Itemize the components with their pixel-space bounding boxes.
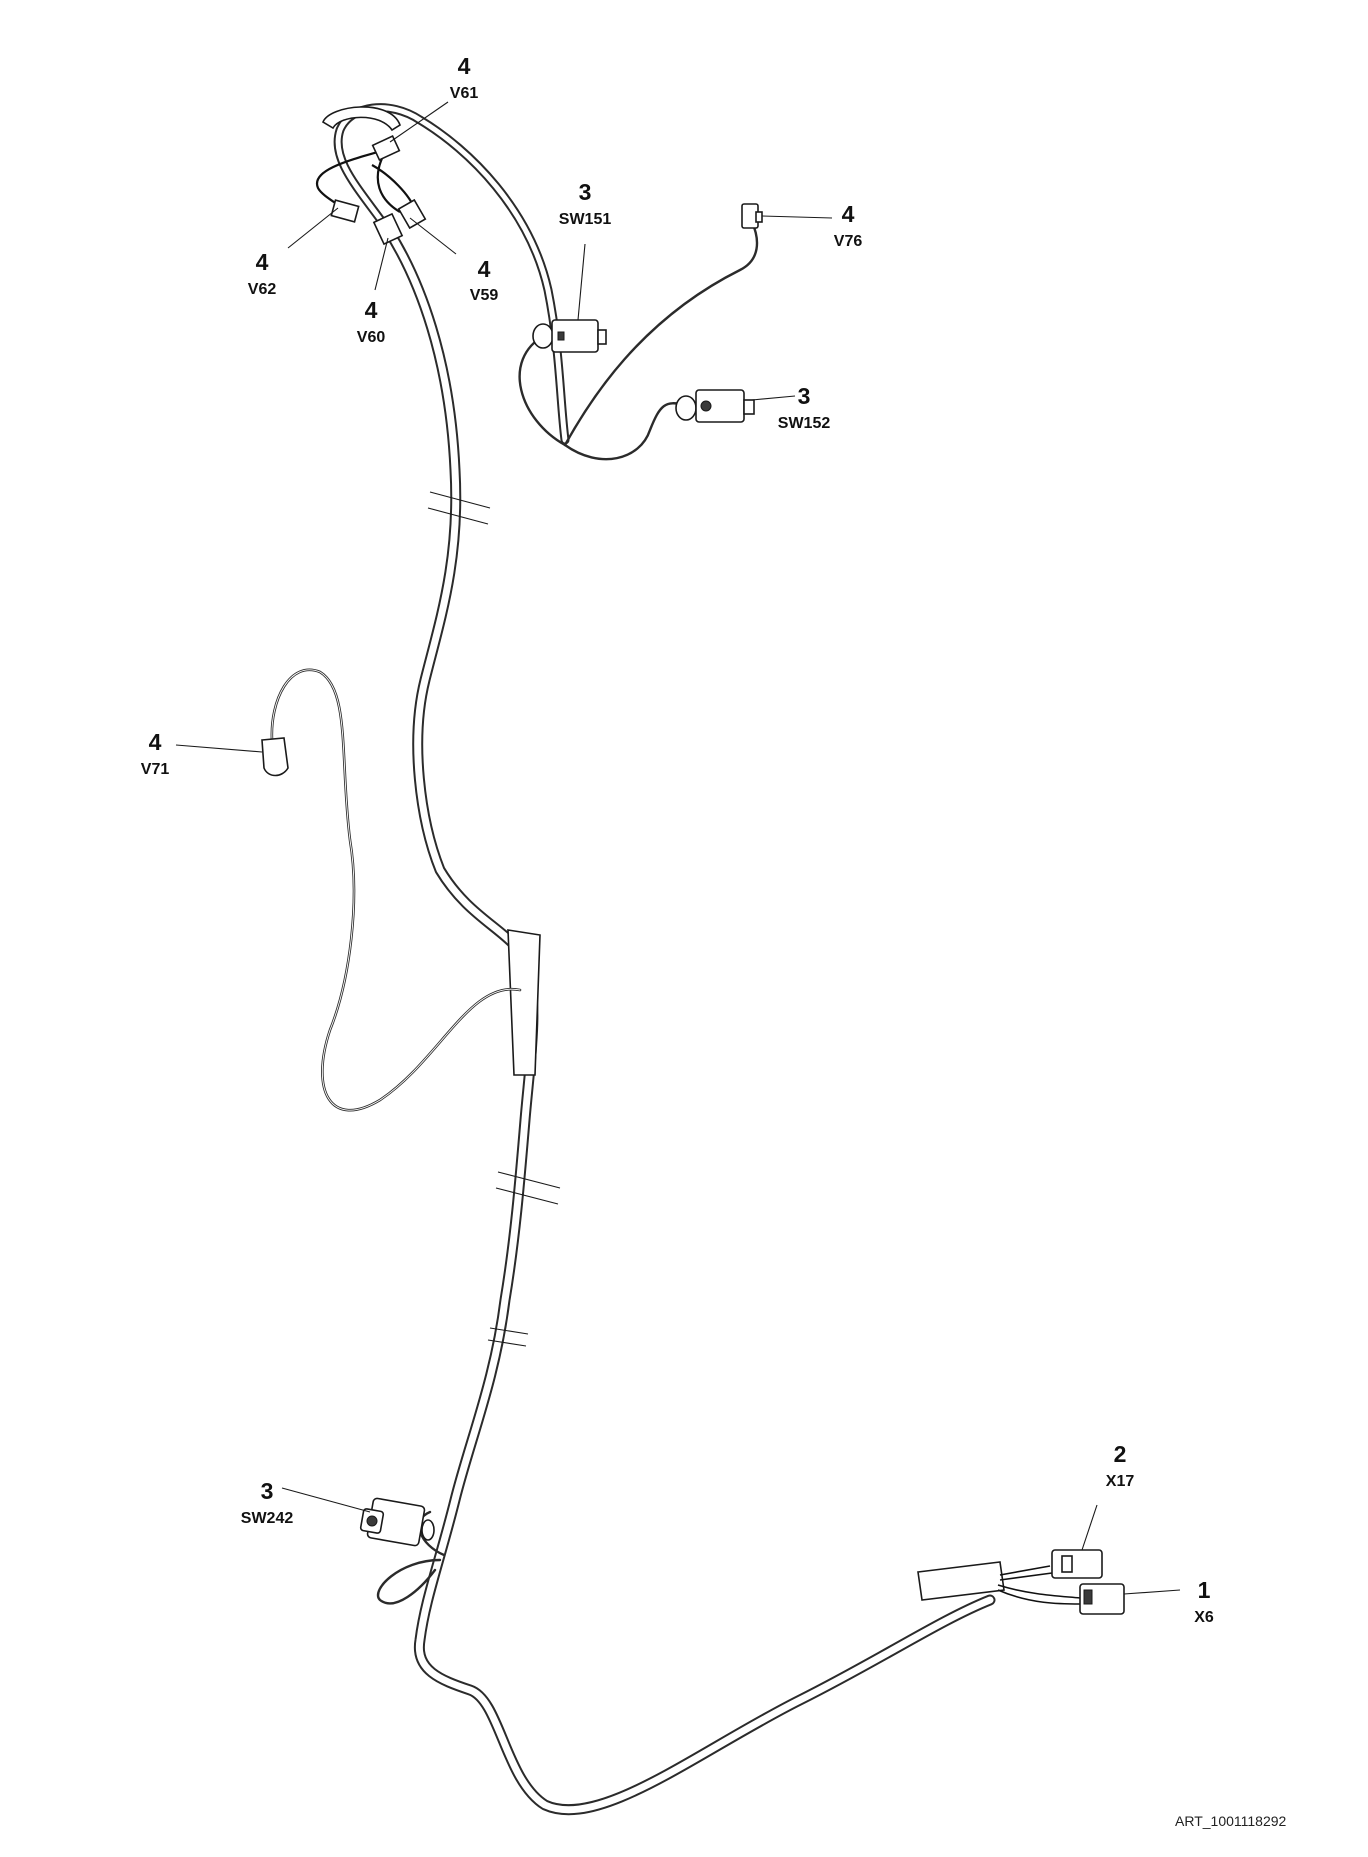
switch-sw242	[359, 1497, 435, 1547]
callout-sw152-item: 3	[798, 383, 811, 409]
callout-x17-ref: X17	[1106, 1473, 1135, 1490]
callout-v71: 4 V71	[141, 729, 170, 778]
art-number: ART_1001118292	[1175, 1813, 1287, 1829]
callout-v60-ref: V60	[357, 329, 386, 346]
connector-v61	[371, 135, 401, 161]
callout-v62-item: 4	[256, 249, 269, 275]
callout-sw151: 3 SW151	[559, 179, 612, 228]
callout-v60-item: 4	[365, 297, 378, 323]
callout-v71-item: 4	[149, 729, 162, 755]
callout-v76-ref: V76	[834, 233, 863, 250]
callout-v60: 4 V60	[357, 297, 386, 346]
switch-sw151	[532, 319, 607, 353]
callout-v62-ref: V62	[248, 281, 277, 298]
callout-sw242: 3 SW242	[241, 1478, 294, 1527]
connector-x17	[1051, 1549, 1103, 1579]
connector-v60	[372, 212, 404, 246]
callout-sw151-ref: SW151	[559, 211, 612, 228]
callout-x6-item: 1	[1198, 1577, 1211, 1603]
main-harness-trunk	[382, 224, 996, 1816]
callout-v76-item: 4	[842, 201, 855, 227]
connector-v76	[741, 203, 763, 229]
callout-v59: 4 V59	[470, 256, 499, 304]
branch-switches-top	[518, 220, 759, 461]
connector-v59	[397, 198, 427, 230]
connector-x6	[1079, 1583, 1125, 1615]
callout-v76: 4 V76	[834, 201, 863, 250]
callout-v61: 4 V61	[450, 53, 479, 102]
end-wires	[997, 1565, 1081, 1605]
callout-sw242-ref: SW242	[241, 1510, 294, 1527]
callout-x17-item: 2	[1114, 1441, 1127, 1467]
cable-break-marks	[427, 491, 561, 1347]
connector-v71	[261, 737, 289, 777]
connector-v62	[330, 199, 360, 223]
leader-lines	[175, 101, 1181, 1595]
callout-x17: 2 X17	[1106, 1441, 1135, 1490]
harness-sleeve	[507, 929, 1005, 1601]
callout-v59-item: 4	[478, 256, 491, 282]
callout-v62: 4 V62	[248, 249, 277, 298]
callout-sw152: 3 SW152	[778, 383, 831, 432]
callout-v61-ref: V61	[450, 85, 479, 102]
switch-sw152	[675, 389, 755, 423]
branch-v71	[270, 668, 522, 1112]
callout-x6: 1 X6	[1194, 1577, 1214, 1626]
callout-sw152-ref: SW152	[778, 415, 831, 432]
callout-v59-ref: V59	[470, 287, 499, 304]
callout-v71-ref: V71	[141, 761, 170, 778]
callout-x6-ref: X6	[1194, 1609, 1214, 1626]
callout-sw242-item: 3	[261, 1478, 274, 1504]
callout-sw151-item: 3	[579, 179, 592, 205]
callout-v61-item: 4	[458, 53, 471, 79]
